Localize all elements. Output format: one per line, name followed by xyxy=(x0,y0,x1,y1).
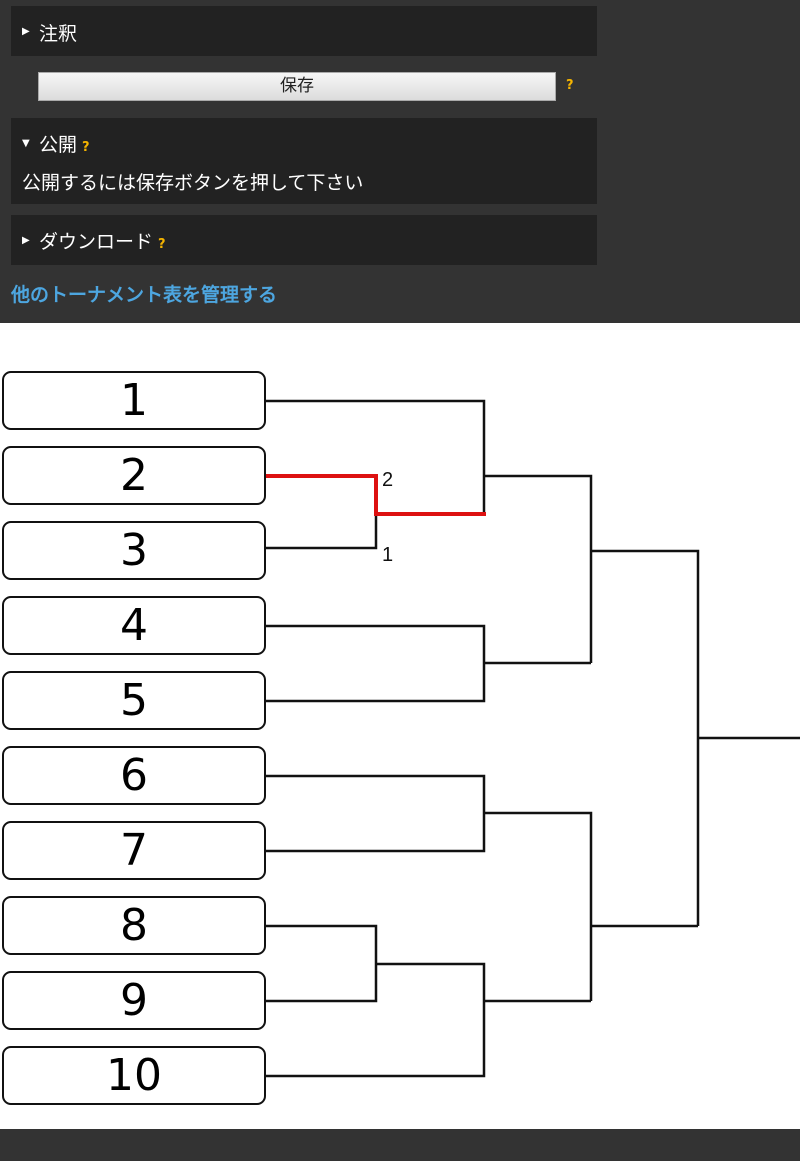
download-section[interactable]: ▶ ダウンロード? xyxy=(11,215,597,265)
entry-box-4[interactable]: 4 xyxy=(2,596,266,655)
score-top: 2 xyxy=(382,469,393,491)
publish-title-row: 公開? xyxy=(39,130,90,157)
tournament-bracket: 1 2 3 4 5 6 7 8 9 10 2 1 xyxy=(0,323,800,1129)
download-title: ダウンロード xyxy=(39,231,154,253)
entry-box-6[interactable]: 6 xyxy=(2,746,266,805)
download-help-icon[interactable]: ? xyxy=(158,237,166,252)
bottom-bar xyxy=(0,1129,800,1161)
publish-help-icon[interactable]: ? xyxy=(82,140,90,155)
collapsed-triangle-icon: ▶ xyxy=(22,26,30,37)
settings-panel-area: ▶ 注釈 保存 ? ▼ 公開? 公開するには保存ボタンを押して下さい ▶ ダウン… xyxy=(0,0,800,323)
entry-box-7[interactable]: 7 xyxy=(2,821,266,880)
manage-other-brackets-link[interactable]: 他のトーナメント表を管理する xyxy=(11,284,278,306)
entry-box-1[interactable]: 1 xyxy=(2,371,266,430)
bracket-line-semi-top xyxy=(591,549,700,926)
bracket-line-3 xyxy=(266,513,378,550)
entry-box-10[interactable]: 10 xyxy=(2,1046,266,1105)
bracket-lines: 2 1 xyxy=(266,399,800,1078)
publish-title: 公開 xyxy=(39,134,78,156)
notes-title: 注釈 xyxy=(39,23,78,45)
entry-box-8[interactable]: 8 xyxy=(2,896,266,955)
entry-box-3[interactable]: 3 xyxy=(2,521,266,580)
notes-section[interactable]: ▶ 注釈 xyxy=(11,6,597,56)
expanded-triangle-icon: ▼ xyxy=(22,138,30,149)
entry-box-9[interactable]: 9 xyxy=(2,971,266,1030)
publish-section[interactable]: ▼ 公開? 公開するには保存ボタンを押して下さい xyxy=(11,118,597,204)
entry-box-2[interactable]: 2 xyxy=(2,446,266,505)
publish-message: 公開するには保存ボタンを押して下さい xyxy=(22,172,364,194)
entry-box-5[interactable]: 5 xyxy=(2,671,266,730)
bracket-line-4-5[interactable] xyxy=(266,624,486,703)
download-title-row: ダウンロード? xyxy=(39,227,166,254)
bracket-line-6-7-winner xyxy=(484,811,593,1001)
winner-path-highlight xyxy=(266,474,486,516)
collapsed-triangle-icon: ▶ xyxy=(22,235,30,246)
save-button[interactable]: 保存 xyxy=(38,72,556,101)
bracket-line-1-3-winner xyxy=(484,474,593,663)
bracket-line-8-9[interactable] xyxy=(266,924,378,1003)
bracket-line-8-9-10[interactable] xyxy=(266,962,486,1078)
save-help-icon[interactable]: ? xyxy=(566,78,574,93)
bracket-line-6-7[interactable] xyxy=(266,774,486,853)
score-bottom: 1 xyxy=(382,544,393,566)
